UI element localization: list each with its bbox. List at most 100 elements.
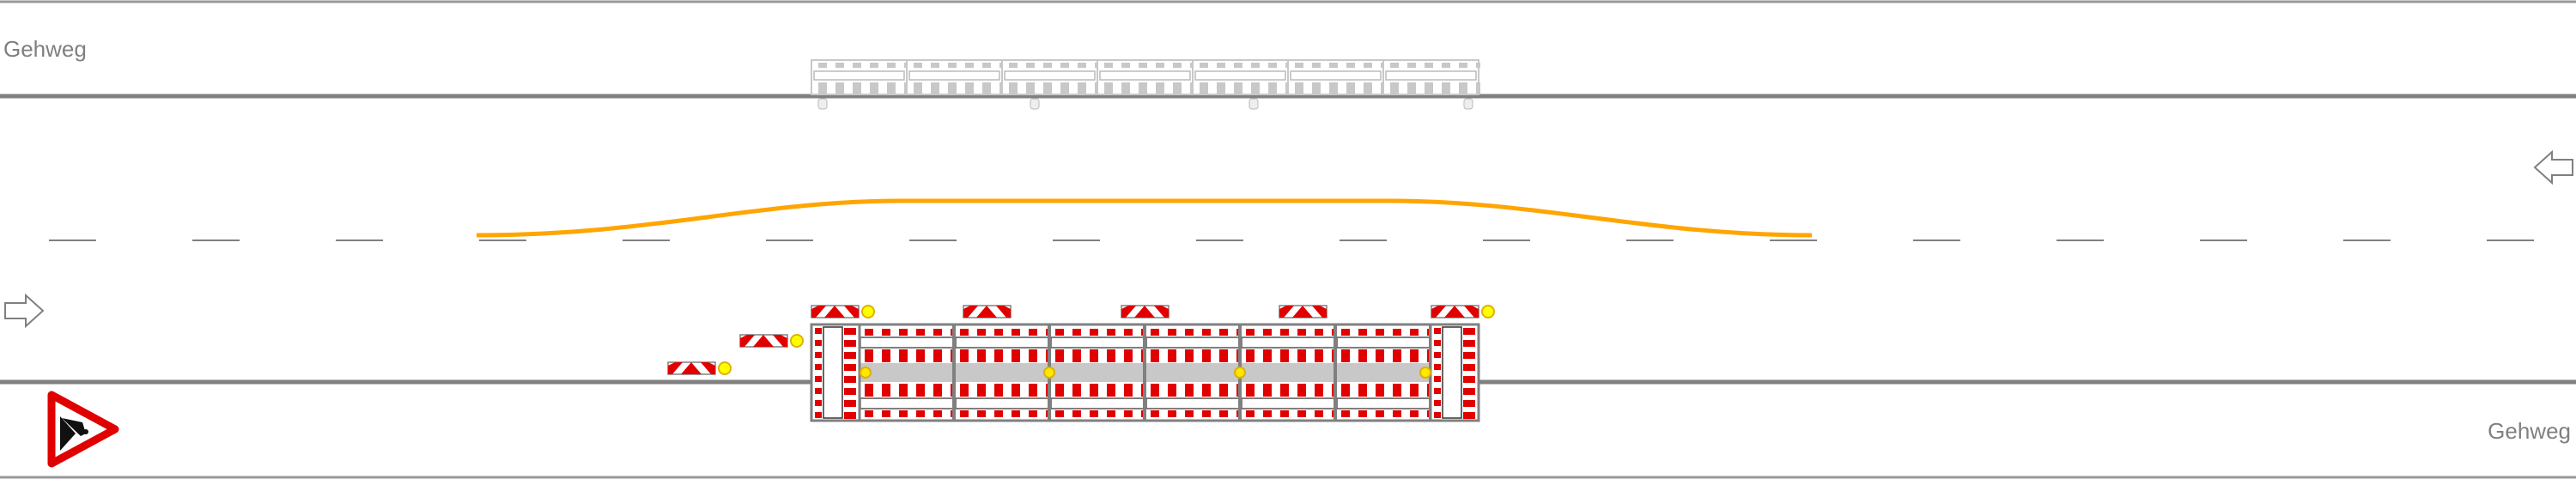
rail-stripe	[1173, 63, 1182, 68]
rail-stripe	[1297, 349, 1306, 362]
rail-stripe	[1312, 63, 1321, 68]
rail-stripe	[977, 349, 986, 362]
rail-stripe	[960, 349, 969, 362]
gate-stripe	[1434, 376, 1441, 382]
gate-stripe	[1463, 400, 1475, 407]
fence-rail	[1099, 70, 1191, 81]
rail-stripe	[1407, 82, 1416, 94]
rail-stripe	[1364, 63, 1372, 68]
rail-stripe	[1263, 384, 1272, 397]
gate-stripe	[1434, 364, 1441, 370]
work-zone-barrier	[810, 323, 1480, 422]
rail-stripe	[931, 63, 939, 68]
gate-stripe	[815, 340, 822, 346]
rail-stripe	[1156, 82, 1164, 94]
sidewalk-label-top: Gehweg	[3, 36, 87, 62]
gate-stripe	[815, 388, 822, 394]
gate-stripe	[1463, 376, 1475, 383]
rail-stripe	[1104, 63, 1113, 68]
rail-stripe	[1346, 63, 1355, 68]
rail-stripe	[994, 329, 1003, 336]
warning-lamp-icon	[860, 367, 872, 379]
detour-line	[476, 198, 1813, 238]
rail-stripe	[1139, 63, 1147, 68]
rail-stripe	[1156, 63, 1164, 68]
warning-lamp-icon	[718, 361, 732, 375]
rail-stripe	[870, 82, 878, 94]
fence-rail	[1385, 70, 1477, 81]
rail-stripe	[1107, 329, 1115, 336]
rail-stripe	[1407, 63, 1416, 68]
rail-stripe	[865, 349, 873, 362]
gate-opening	[1442, 326, 1462, 419]
rail-stripe	[1217, 63, 1225, 68]
rail-stripe	[1139, 82, 1147, 94]
rail-stripe	[1026, 82, 1035, 94]
rail-stripe	[1185, 329, 1194, 336]
rail	[1050, 337, 1145, 349]
chevron	[1312, 306, 1327, 318]
rail-stripe	[1055, 329, 1064, 336]
rail-stripe	[1263, 349, 1272, 362]
rail	[955, 397, 1050, 409]
rail-stripe	[853, 63, 861, 68]
rail-stripe	[1029, 384, 1037, 397]
rail-stripe	[1476, 82, 1480, 94]
warning-lamp-icon	[1234, 367, 1246, 379]
chevron-board	[1431, 305, 1495, 318]
fence-rail	[908, 70, 1000, 81]
rail-stripe	[1124, 349, 1133, 362]
gate-stripe	[1434, 412, 1441, 418]
rail-stripe	[1012, 384, 1020, 397]
rail-stripe	[1012, 329, 1020, 336]
faded-lamp-icon	[1249, 98, 1259, 110]
chevron	[844, 306, 859, 318]
gate-stripe	[815, 352, 822, 358]
rail-stripe	[977, 384, 986, 397]
gate-stripe	[1434, 328, 1441, 334]
rail-stripe	[1043, 82, 1052, 94]
rail-stripe	[1009, 82, 1018, 94]
chevron-board	[667, 361, 732, 375]
chevron-board	[739, 334, 804, 348]
rail	[1145, 397, 1241, 409]
gate-stripe	[844, 364, 856, 371]
rail-stripe	[1410, 384, 1419, 397]
chevron	[963, 306, 978, 318]
chevron	[1134, 306, 1155, 318]
warning-lamp-icon	[790, 334, 804, 348]
rail-stripe	[933, 329, 942, 336]
rail-stripe	[1410, 410, 1419, 417]
rail-stripe	[1390, 63, 1399, 68]
rail-stripe	[1202, 384, 1211, 397]
rail-stripe	[1107, 384, 1115, 397]
rail-stripe	[865, 410, 873, 417]
rail-stripe	[1151, 349, 1159, 362]
chevron	[681, 362, 702, 374]
chevron	[1292, 306, 1313, 318]
fence-rail	[1194, 70, 1286, 81]
rail-stripe	[1055, 410, 1064, 417]
rail-stripe	[994, 410, 1003, 417]
faded-lamp-icon	[1463, 98, 1473, 110]
chevron	[740, 335, 755, 347]
rail-stripe	[1173, 82, 1182, 94]
rail	[1145, 337, 1241, 349]
gate-stripe	[844, 388, 856, 395]
rail-stripe	[1246, 410, 1255, 417]
rail-stripe	[1012, 349, 1020, 362]
rail-stripe	[933, 384, 942, 397]
rail	[1050, 397, 1145, 409]
rail-stripe	[1315, 384, 1323, 397]
chevron	[824, 306, 845, 318]
rail-stripe	[1124, 410, 1133, 417]
rail-stripe	[1151, 410, 1159, 417]
gate-stripe	[1434, 352, 1441, 358]
rail-stripe	[1329, 82, 1338, 94]
rail-stripe	[1312, 82, 1321, 94]
rail-stripe	[1341, 410, 1350, 417]
rail	[860, 397, 955, 409]
gate-stripe	[844, 352, 856, 359]
warning-lamp-icon	[1419, 367, 1431, 379]
